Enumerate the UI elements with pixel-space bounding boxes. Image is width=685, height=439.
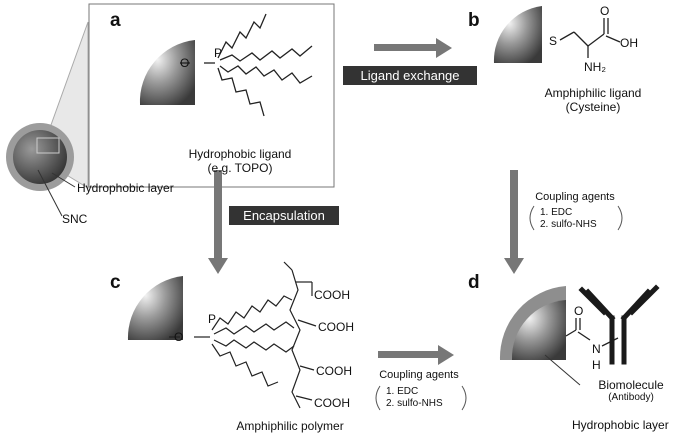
panel-a-box	[88, 3, 335, 188]
panel-a-ligand	[180, 13, 313, 117]
coupling-bottom-step2: 2. sulfo-NHS	[386, 398, 443, 409]
coupling-bottom-step1: 1. EDC	[386, 386, 419, 397]
panel-b-particle	[493, 6, 542, 63]
hydrophobic-layer-label: Hydrophobic layer	[77, 181, 174, 195]
panel-b-hydroxyl: OH	[620, 36, 638, 50]
cooh-label-3: COOH	[316, 364, 352, 378]
panel-b-caption-line1: Amphiphilic ligand	[544, 86, 642, 100]
arrow-ligand-exchange	[374, 38, 452, 58]
panel-c-caption: Amphiphilic polymer	[236, 419, 344, 433]
panel-b-amine: NH₂	[584, 60, 606, 74]
arrow-coupling-right	[504, 170, 524, 274]
coupling-right-step2: 2. sulfo-NHS	[540, 219, 597, 230]
panel-c-particle	[127, 276, 183, 340]
panel-c-polymer	[169, 261, 317, 409]
panel-a-particle	[139, 40, 195, 105]
antibody-label: (Antibody)	[608, 392, 654, 403]
panel-d-hydrogen: H	[592, 358, 601, 372]
cooh-label-4: COOH	[314, 396, 350, 410]
ligand-exchange-label: Ligand exchange	[343, 66, 477, 85]
snc-label: SNC	[62, 212, 88, 226]
coupling-right-step1: 1. EDC	[540, 207, 573, 218]
panel-a-oxygen: O	[180, 56, 190, 70]
arrow-encapsulation	[208, 170, 228, 274]
coupling-right-title: Coupling agents	[535, 191, 615, 203]
panel-d-nitrogen: N	[592, 342, 601, 356]
panel-b-caption: Amphiphilic ligand (Cysteine)	[528, 86, 658, 114]
cooh-label-2: COOH	[318, 320, 354, 334]
panel-b-oxygen: O	[600, 4, 610, 18]
nanoparticle-whole	[6, 123, 76, 217]
antibody-icon	[578, 284, 660, 365]
panel-a-caption-line1: Hydrophobic ligand	[188, 147, 292, 161]
panel-b-caption-line2: (Cysteine)	[565, 100, 621, 114]
panel-label-a: a	[110, 10, 121, 31]
panel-a-caption: Hydrophobic ligand (e.g. TOPO)	[170, 147, 310, 175]
panel-b-sulfur: S	[549, 34, 558, 48]
panel-d-particle	[499, 286, 581, 386]
arrow-coupling-bottom	[378, 345, 454, 365]
panel-a-caption-line2: (e.g. TOPO)	[207, 161, 273, 175]
panel-b-ligand	[559, 18, 621, 58]
encapsulation-label: Encapsulation	[229, 206, 339, 225]
panel-a-phosphorus: P	[214, 46, 223, 60]
panel-label-b: b	[468, 10, 480, 31]
panel-d-hydrophobic-layer-label: Hydrophobic layer	[572, 418, 669, 432]
coupling-brackets	[375, 205, 623, 411]
cooh-label-1: COOH	[314, 288, 350, 302]
panel-label-d: d	[468, 272, 480, 293]
panel-label-c: c	[110, 272, 121, 293]
panel-c-oxygen: O	[174, 330, 184, 344]
panel-c-phosphorus: P	[208, 312, 217, 326]
biomolecule-label: Biomolecule	[598, 378, 664, 392]
coupling-bottom-title: Coupling agents	[379, 369, 459, 381]
panel-d-oxygen: O	[574, 304, 584, 318]
